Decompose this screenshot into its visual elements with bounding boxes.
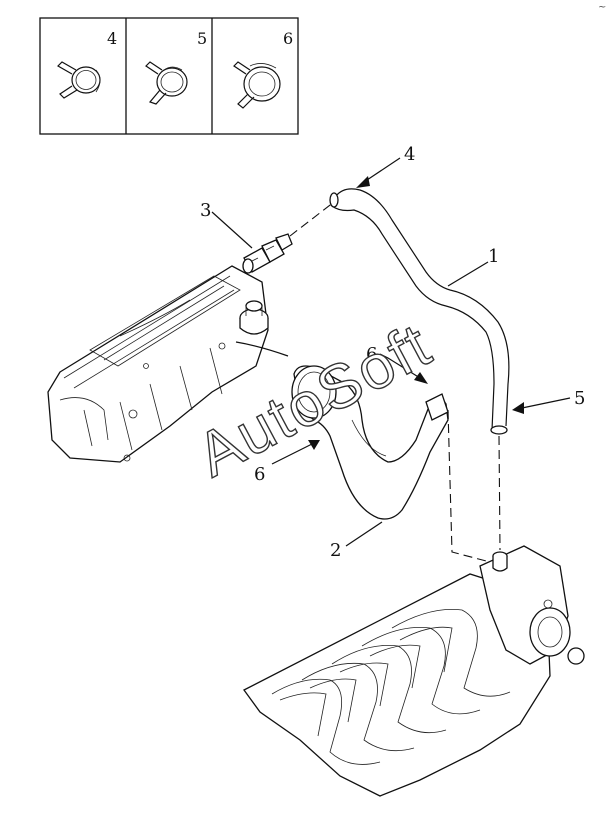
corner-mark: ~ [598,2,606,13]
callout-clamp-right: 5 [574,388,585,409]
breather-hose [329,188,510,435]
clamp-inset: 4 5 6 [39,17,299,135]
inset-label-5: 5 [197,29,207,48]
hose-clamp-5-icon [145,61,188,105]
connection-lines [289,201,501,563]
inset-label-6: 6 [283,29,293,48]
hose-clamp-6-icon [233,61,281,109]
callout-pcv-valve: 3 [200,200,211,221]
callout-hose-lower: 2 [330,540,341,561]
callout-hose-upper: 1 [488,246,499,267]
pcv-valve [242,233,293,274]
callout-clamp-left: 6 [254,464,265,485]
hose-clamp-4-icon [57,61,101,99]
inset-label-4: 4 [107,29,117,48]
leader-lines [211,157,571,547]
callouts: 3 4 1 5 6 6 2 [200,144,585,561]
callout-clamp-mid: 6 [366,344,377,365]
callout-clamp-top: 4 [404,144,415,165]
intake-hose [291,365,449,520]
valve-cover [47,265,289,463]
intake-manifold [243,545,585,797]
